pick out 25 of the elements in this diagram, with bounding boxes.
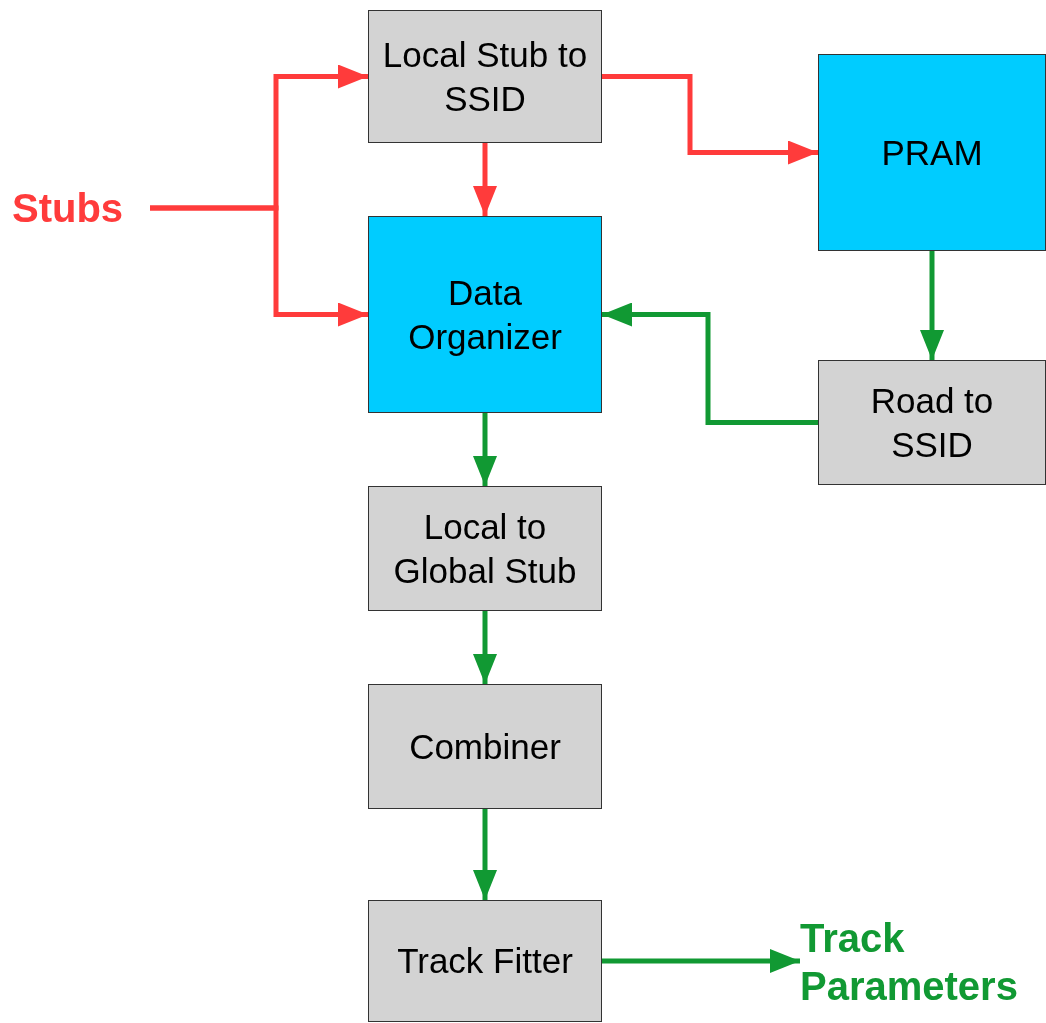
process-box [368,216,602,413]
box-label: Data Organizer [407,271,563,358]
arrow [150,205,368,327]
process-box [368,10,602,143]
arrow [602,302,818,425]
flow-label: Track Parameters [800,918,1040,1006]
arrow [473,611,497,684]
process-box [368,684,602,809]
arrow [473,809,497,900]
box-label: Road to SSID [869,379,995,466]
arrow [602,949,800,973]
arrow [473,413,497,486]
box-label: Local Stub to SSID [381,33,589,120]
box-label: Local to Global Stub [392,505,578,592]
arrow [920,251,944,360]
flow-label: Stubs [12,182,150,234]
box-label: Track Fitter [396,940,574,983]
process-box [818,54,1046,251]
box-label: PRAM [880,131,984,174]
box-label: Combiner [408,725,562,768]
process-box [368,900,602,1022]
arrow [602,74,818,165]
arrow [473,143,497,216]
process-box [818,360,1046,485]
process-box [368,486,602,611]
